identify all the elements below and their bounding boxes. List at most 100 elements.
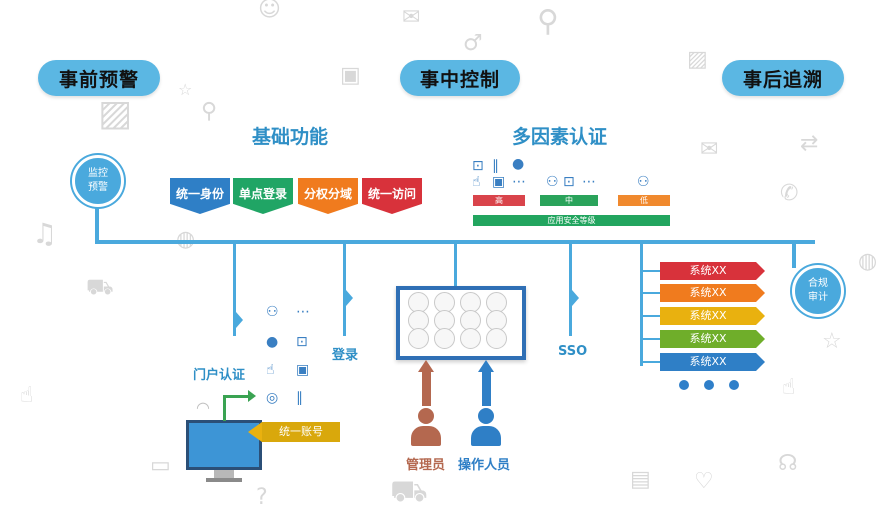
app-tile[interactable] <box>434 328 455 349</box>
main-horizontal-line <box>95 240 815 244</box>
swap-icon: ⇄ <box>800 131 819 156</box>
system-item-1[interactable]: 系统XX <box>660 262 756 280</box>
headset-icon: ☊ <box>778 451 798 476</box>
basketball-icon: ◍ <box>176 228 195 252</box>
voice-auth-icon: ∥ <box>296 390 303 406</box>
app-security-level-bar: 应用安全等级 <box>473 215 670 226</box>
cart-icon: ⛟ <box>86 275 114 300</box>
scan-auth-icon: ⊡ <box>296 334 308 350</box>
cart-icon-bottom: ⛟ <box>390 474 428 509</box>
system-item-2[interactable]: 系统XX <box>660 284 756 302</box>
music-icon: ♫ <box>32 217 58 250</box>
portal-arrow <box>236 312 243 328</box>
login-arrow <box>346 290 353 306</box>
user-icon: ● <box>512 156 525 172</box>
image-icon-left: ▨ <box>98 93 133 134</box>
mfa-title: 多因素认证 <box>512 126 608 148</box>
admin-up-arrow-shaft <box>422 370 431 406</box>
uplink-arrow-horizontal <box>223 395 249 398</box>
star-icon-right: ☆ <box>822 329 842 354</box>
systems-rail-link-3 <box>640 315 662 317</box>
admin-label: 管理员 <box>406 458 446 473</box>
more-dot-2 <box>704 380 714 390</box>
operator-person-icon <box>470 408 502 448</box>
mail-icon: ✉ <box>402 5 421 30</box>
system-item-1-arrow <box>756 262 765 280</box>
basic-tag-unified-access: 统一访问 <box>362 178 422 214</box>
app-tile[interactable] <box>460 328 481 349</box>
image-icon: ▨ <box>687 47 708 72</box>
login-branch <box>343 244 346 336</box>
portrait-icon: ▣ <box>492 174 506 190</box>
system-item-4[interactable]: 系统XX <box>660 330 756 348</box>
monitor-label-1: 监控 <box>88 168 108 179</box>
sso-arrow <box>572 290 579 306</box>
star-icon: ☆ <box>178 80 193 99</box>
sms-icon: ⋯ <box>512 174 526 190</box>
basketball-icon-right: ◍ <box>858 249 878 274</box>
compliance-audit-node: 合规 审计 <box>792 265 844 317</box>
voice-icon: ∥ <box>492 158 499 174</box>
admin-person-icon <box>410 408 442 448</box>
phone-icon: ✆ <box>780 181 799 206</box>
unified-account-arrow-head <box>248 422 262 442</box>
face-scan-icon: ⊡ <box>472 158 484 174</box>
portal-auth-label: 门户认证 <box>193 368 246 383</box>
basic-tag-permission-domain: 分权分域 <box>298 178 358 214</box>
question-icon: ? <box>256 485 268 510</box>
systems-rail-link-2 <box>640 292 662 294</box>
face-auth-icon: ▣ <box>296 362 310 378</box>
level-medium: 中 <box>540 195 598 206</box>
document-icon: ▤ <box>630 467 651 492</box>
audit-connector <box>792 240 796 268</box>
account-auth-icon: ● <box>266 334 279 350</box>
system-item-3-arrow <box>756 307 765 325</box>
operator-up-arrow-head <box>478 360 494 372</box>
systems-rail-link-5 <box>640 361 662 363</box>
sso-branch <box>569 244 572 336</box>
systems-rail-link-4 <box>640 338 662 340</box>
systems-rail <box>640 244 643 366</box>
stage-after-pill: 事后追溯 <box>722 60 844 96</box>
chat-auth-icon: ⋯ <box>296 304 310 320</box>
stage-before-pill: 事前预警 <box>38 60 160 96</box>
wifi-icon: ◠ <box>196 398 210 417</box>
app-tile[interactable] <box>486 328 507 349</box>
more-dot-1 <box>679 380 689 390</box>
thumb-icon-right: ☝ <box>782 375 796 400</box>
operator-head <box>478 408 494 424</box>
heart-icon: ♡ <box>694 469 714 494</box>
system-item-5-arrow <box>756 353 765 371</box>
video-icon: ▣ <box>340 63 361 88</box>
user-low-icon: ⚇ <box>637 174 650 190</box>
desktop-stand <box>214 470 234 478</box>
user-auth-icon: ⚇ <box>266 304 279 320</box>
user-mid-icon: ⚇ <box>546 174 559 190</box>
search-icon: ⚲ <box>201 99 218 124</box>
login-label: 登录 <box>332 348 359 363</box>
scan-mid-icon: ⊡ <box>563 174 575 190</box>
desktop-base <box>206 478 242 482</box>
operator-up-arrow-shaft <box>482 370 491 406</box>
app-tile[interactable] <box>408 328 429 349</box>
system-item-2-arrow <box>756 284 765 302</box>
fingerprint-touch-icon: ☝ <box>472 174 481 190</box>
sms-mid-icon: ⋯ <box>582 174 596 190</box>
portal-branch <box>233 244 236 336</box>
admin-head <box>418 408 434 424</box>
system-item-5[interactable]: 系统XX <box>660 353 756 371</box>
monitor-warning-node: 监控 预警 <box>72 155 124 207</box>
male-icon: ♂ <box>463 31 483 56</box>
uplink-arrow-head <box>248 390 256 402</box>
sso-label: SSO <box>558 344 588 359</box>
system-item-3[interactable]: 系统XX <box>660 307 756 325</box>
operator-body <box>471 426 501 446</box>
bulb-icon: ⚲ <box>537 4 559 39</box>
more-dot-3 <box>729 380 739 390</box>
basic-tag-single-sign-on: 单点登录 <box>233 178 293 214</box>
smile-icon: ☺ <box>258 0 281 22</box>
mail-icon-right: ✉ <box>700 137 719 162</box>
system-item-4-arrow <box>756 330 765 348</box>
systems-rail-link-1 <box>640 270 662 272</box>
unified-account-label: 统一账号 <box>262 422 340 442</box>
